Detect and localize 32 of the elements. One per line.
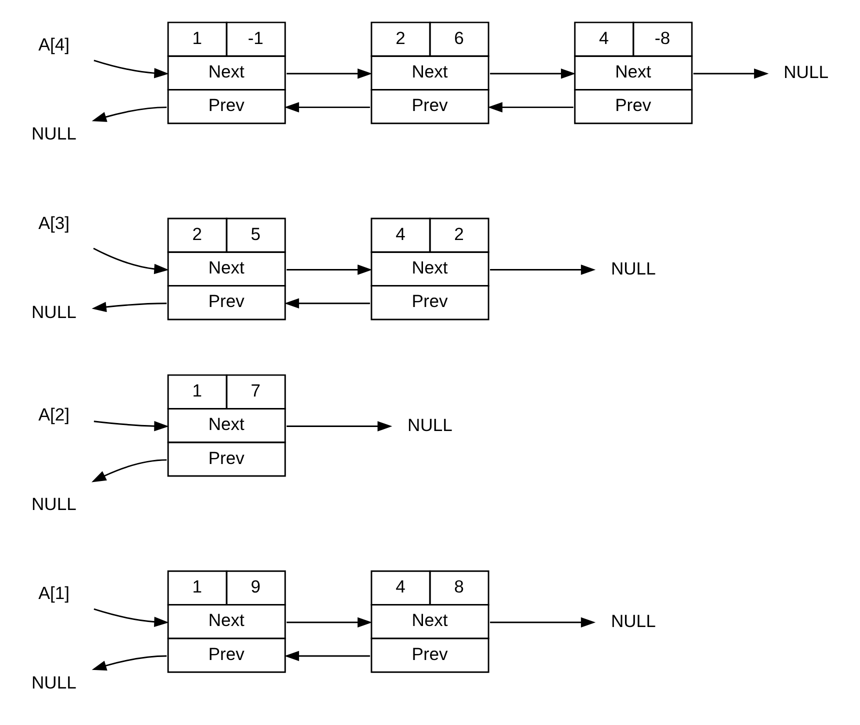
arrow: [490, 264, 596, 274]
node-text: NULL: [32, 123, 76, 144]
arrow: [284, 102, 370, 112]
arrow: [284, 650, 370, 661]
node-text: A[3]: [38, 212, 70, 232]
arrow: [92, 654, 167, 670]
arrow: [286, 420, 392, 431]
node-text: NULL: [610, 610, 656, 630]
node-text: NULL: [610, 258, 656, 278]
arrow: [92, 301, 167, 312]
arrow: [286, 616, 372, 627]
node-text: A[1]: [38, 582, 70, 603]
node-text: NULL: [32, 302, 76, 322]
arrow: [94, 608, 169, 626]
node-text: A[4]: [38, 34, 70, 54]
node-text: NULL: [408, 414, 452, 434]
arrow: [488, 102, 574, 112]
node-text: NULL: [784, 62, 828, 82]
arrow: [490, 68, 576, 78]
arrow: [286, 68, 372, 78]
arrow: [93, 247, 169, 274]
arrow: [94, 420, 169, 431]
arrow: [693, 68, 769, 78]
arrow: [92, 106, 167, 122]
node-text: NULL: [32, 672, 76, 692]
arrow: [94, 59, 169, 78]
arrow: [490, 616, 596, 627]
arrow: [284, 298, 370, 308]
node-text: NULL: [32, 493, 76, 514]
node-text: A[2]: [38, 404, 70, 424]
arrow: [286, 264, 372, 274]
arrow: [92, 458, 167, 482]
